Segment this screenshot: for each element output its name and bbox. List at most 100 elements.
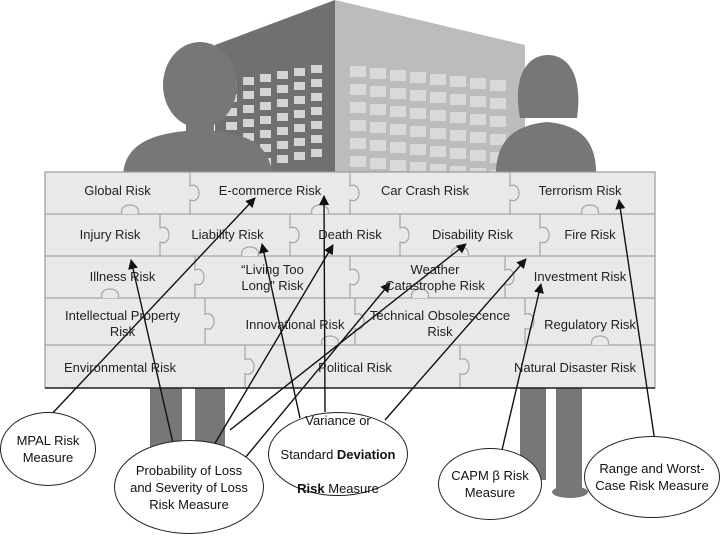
window (260, 130, 271, 138)
arrows (47, 195, 656, 471)
arrow (501, 283, 544, 451)
puzzle-piece-border (509, 172, 520, 214)
car-crash-risk-label: Car Crash Risk (380, 183, 470, 198)
window (470, 114, 486, 125)
liability-risk-label: Liability Risk (191, 227, 264, 242)
window (294, 96, 305, 104)
window (410, 72, 426, 83)
window (350, 138, 366, 149)
window (226, 108, 237, 116)
window (390, 106, 406, 117)
technical-obsolescence-risk-label: Technical Obsolescence Risk (369, 308, 511, 339)
window (430, 74, 446, 85)
office-building (215, 0, 525, 181)
window (410, 144, 426, 155)
puzzle-knob (101, 288, 119, 299)
window (277, 99, 288, 107)
window (294, 152, 305, 160)
window (410, 162, 426, 173)
window (311, 93, 322, 101)
arrow (259, 243, 301, 419)
window (370, 86, 386, 97)
window (350, 120, 366, 131)
puzzle-knob (581, 204, 599, 215)
window (294, 68, 305, 76)
window (243, 105, 254, 113)
window (243, 91, 254, 99)
puzzle-piece-border (349, 256, 360, 298)
innovational-risk-label: Innovational Risk (245, 317, 345, 332)
puzzle-knob (591, 335, 609, 346)
window (294, 138, 305, 146)
window (470, 132, 486, 143)
window (311, 121, 322, 129)
window (490, 116, 506, 127)
window (370, 122, 386, 133)
window (277, 141, 288, 149)
window (450, 112, 466, 123)
variance-std-deviation-measure-bubble: Variance or Standard Deviation Risk Meas… (268, 412, 408, 496)
puzzle-knob (311, 204, 329, 215)
window (470, 78, 486, 89)
disability-risk-label: Disability Risk (432, 227, 513, 242)
political-risk-label: Political Risk (318, 360, 392, 375)
puzzle-piece-border (204, 298, 215, 345)
window (470, 150, 486, 161)
regulatory-risk-label: Regulatory Risk (544, 317, 636, 332)
window (260, 102, 271, 110)
variance-line-3a: Risk (297, 480, 325, 496)
window (294, 110, 305, 118)
window (370, 104, 386, 115)
arrow (384, 258, 527, 421)
window (430, 164, 446, 175)
puzzle-piece-border (539, 214, 550, 256)
window (243, 133, 254, 141)
variance-line-3: Risk Measure (281, 480, 396, 497)
global-risk-label: Global Risk (84, 183, 151, 198)
window (350, 66, 366, 77)
natural-disaster-risk-label: Natural Disaster Risk (513, 360, 637, 375)
window (260, 144, 271, 152)
window (410, 108, 426, 119)
window (390, 160, 406, 171)
window (294, 124, 305, 132)
woman-silhouette-icon (495, 55, 597, 498)
puzzle-piece-border (504, 256, 515, 298)
window (260, 116, 271, 124)
window (277, 127, 288, 135)
puzzle-piece-border (349, 172, 360, 214)
arrow (234, 282, 391, 471)
window (350, 156, 366, 167)
window (277, 113, 288, 121)
puzzle-piece-border (459, 345, 470, 388)
puzzle-knob (321, 335, 339, 346)
window (294, 82, 305, 90)
arrow (47, 197, 256, 419)
window (243, 119, 254, 127)
illness-risk-label: Illness Risk (89, 269, 156, 284)
window (350, 102, 366, 113)
puzzle-knob (411, 288, 429, 299)
window (430, 146, 446, 157)
puzzle-piece-border (194, 256, 205, 298)
investment-risk-label: Investment Risk (533, 269, 627, 284)
window (430, 92, 446, 103)
window (450, 94, 466, 105)
puzzle-piece-border (244, 345, 255, 388)
variance-line-2a: Standard (280, 446, 337, 462)
window (243, 77, 254, 85)
window (311, 135, 322, 143)
probability-severity-measure-bubble: Probability of Loss and Severity of Loss… (114, 440, 264, 534)
puzzle-knob (121, 204, 139, 215)
puzzle-piece-border (289, 214, 300, 256)
window (410, 126, 426, 137)
window (450, 130, 466, 141)
capm-beta-measure-bubble: CAPM β Risk Measure (438, 448, 542, 520)
window (410, 90, 426, 101)
window (277, 71, 288, 79)
window (260, 88, 271, 96)
window (350, 84, 366, 95)
window (311, 107, 322, 115)
window (311, 65, 322, 73)
